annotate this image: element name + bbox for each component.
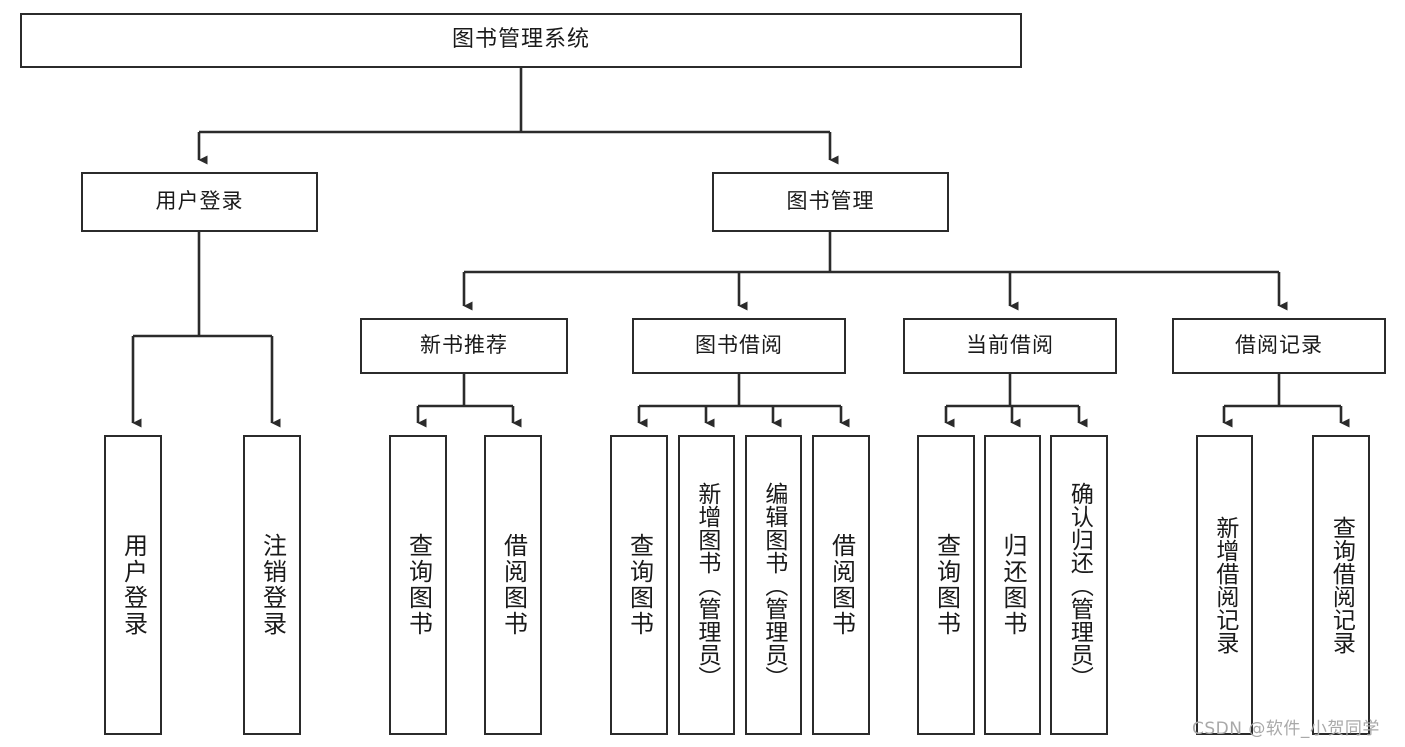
node-root-system[interactable]: 图书管理系统 [20,13,1022,68]
node-book-management[interactable]: 图书管理 [712,172,949,232]
node-user-login[interactable]: 用户登录 [81,172,318,232]
leaf-book-borrow-edit[interactable]: 编辑图书（管理员） [745,435,802,735]
leaf-new-book-borrow[interactable]: 借阅图书 [484,435,542,735]
leaf-borrow-record-query[interactable]: 查询借阅记录 [1312,435,1370,735]
node-current-borrow[interactable]: 当前借阅 [903,318,1117,374]
node-book-borrow[interactable]: 图书借阅 [632,318,846,374]
leaf-user-login-signout[interactable]: 注销登录 [243,435,301,735]
leaf-current-borrow-return[interactable]: 归还图书 [984,435,1041,735]
leaf-current-borrow-confirm-return[interactable]: 确认归还（管理员） [1050,435,1108,735]
leaf-current-borrow-query[interactable]: 查询图书 [917,435,975,735]
node-borrow-record[interactable]: 借阅记录 [1172,318,1386,374]
leaf-user-login-signin[interactable]: 用户登录 [104,435,162,735]
leaf-book-borrow-lend[interactable]: 借阅图书 [812,435,870,735]
leaf-borrow-record-add[interactable]: 新增借阅记录 [1196,435,1253,735]
leaf-new-book-query[interactable]: 查询图书 [389,435,447,735]
leaf-book-borrow-add[interactable]: 新增图书（管理员） [678,435,735,735]
leaf-book-borrow-query[interactable]: 查询图书 [610,435,668,735]
csdn-watermark: CSDN @软件_小贺同学 [1192,719,1380,739]
node-new-book-recommend[interactable]: 新书推荐 [360,318,568,374]
